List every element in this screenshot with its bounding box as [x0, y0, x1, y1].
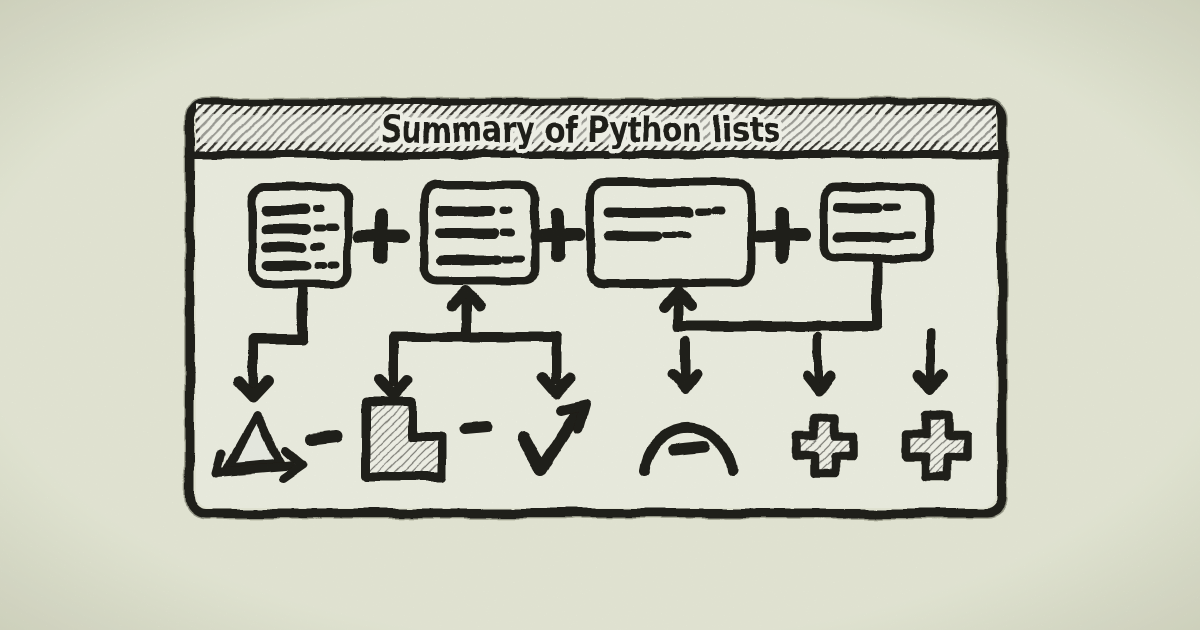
- summary-of-python-lists-diagram: Summary of Python lists: [0, 0, 1200, 630]
- paper-grain-overlay: [0, 0, 1200, 630]
- sketch-canvas: Summary of Python lists: [0, 0, 1200, 630]
